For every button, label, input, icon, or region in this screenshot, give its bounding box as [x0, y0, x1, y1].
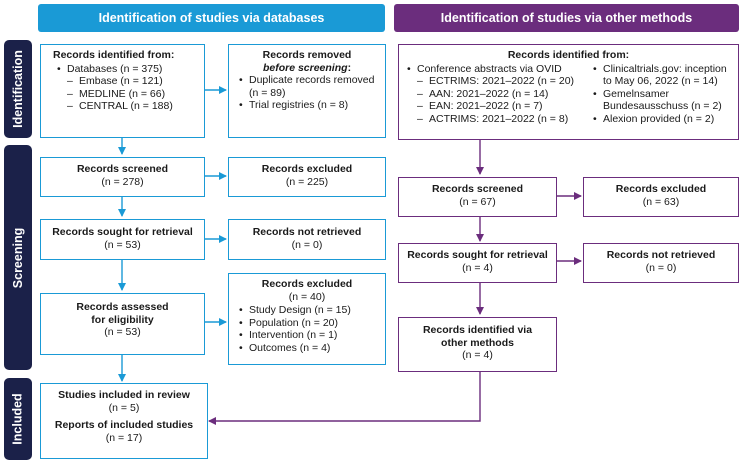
db-identified-list: Databases (n = 375)Embase (n = 121)MEDLI… — [53, 63, 198, 113]
list-item: Conference abstracts via OVID — [403, 63, 589, 76]
list-item: ECTRIMS: 2021–2022 (n = 20) — [403, 75, 589, 88]
db-removed-item: Trial registries (n = 8) — [235, 99, 379, 112]
list-item: Databases (n = 375) — [53, 63, 198, 76]
other-sought-count: (n = 4) — [462, 261, 493, 274]
other-excluded-title: Records excluded — [615, 183, 707, 195]
db-excluded-screen-box: Records excluded (n = 225) — [228, 157, 386, 197]
other-not-retrieved-count: (n = 0) — [645, 261, 677, 274]
list-item: MEDLINE (n = 66) — [53, 88, 198, 101]
db-assessed-box: Records assessed for eligibility (n = 53… — [40, 293, 205, 355]
db-identified-box: Records identified from: Databases (n = … — [40, 44, 205, 138]
other-screened-count: (n = 67) — [459, 195, 496, 208]
db-removed-box: Records removed before screening: Duplic… — [228, 44, 386, 138]
other-identified-box: Records identified from: Conference abst… — [398, 44, 739, 140]
db-removed-item: Duplicate records removed (n = 89) — [235, 74, 379, 99]
db-identified-title: Records identified from: — [53, 49, 175, 61]
db-screened-title: Records screened — [76, 163, 169, 175]
db-not-retrieved-count: (n = 0) — [291, 238, 323, 251]
phase-screening: Screening — [4, 145, 32, 370]
header-databases: Identification of studies via databases — [38, 4, 385, 32]
list-item: Clinicaltrials.gov: inception to May 06,… — [589, 63, 734, 88]
list-item: Outcomes (n = 4) — [235, 342, 379, 355]
db-included-studies-count: (n = 5) — [108, 401, 140, 414]
list-item: Gemelnsamer Bundesausschuss (n = 2) — [589, 88, 734, 113]
other-identified-list-2: Clinicaltrials.gov: inception to May 06,… — [589, 63, 734, 126]
db-included-studies-title: Studies included in review — [58, 389, 190, 401]
db-assessed-count: (n = 53) — [104, 326, 141, 339]
list-item: Study Design (n = 15) — [235, 304, 379, 317]
db-included-box: Studies included in review (n = 5) Repor… — [40, 383, 208, 459]
db-included-reports-count: (n = 17) — [105, 431, 143, 444]
other-screened-box: Records screened (n = 67) — [398, 177, 557, 217]
list-item: ACTRIMS: 2021–2022 (n = 8) — [403, 113, 589, 126]
list-item: CENTRAL (n = 188) — [53, 100, 198, 113]
phase-included: Included — [4, 378, 32, 460]
db-excluded-full-box: Records excluded (n = 40) Study Design (… — [228, 273, 386, 365]
arrow-other-to-included — [208, 372, 481, 425]
other-excluded-count: (n = 63) — [642, 195, 680, 208]
list-item: Embase (n = 121) — [53, 75, 198, 88]
db-excluded-screen-count: (n = 225) — [285, 175, 329, 188]
other-identified-list-1: Conference abstracts via OVIDECTRIMS: 20… — [403, 63, 589, 126]
phase-identification: Identification — [4, 40, 32, 138]
other-sought-box: Records sought for retrieval (n = 4) — [398, 243, 557, 283]
db-assessed-title: Records assessed for eligibility — [76, 301, 169, 326]
db-not-retrieved-title: Records not retrieved — [252, 226, 362, 238]
other-screened-title: Records screened — [431, 183, 524, 195]
db-excluded-full-list: Study Design (n = 15)Population (n = 20)… — [235, 304, 379, 354]
db-removed-subtitle-line: before screening: — [235, 62, 379, 75]
other-excluded-box: Records excluded (n = 63) — [583, 177, 739, 217]
db-included-reports-title: Reports of included studies — [54, 419, 194, 432]
list-item: Intervention (n = 1) — [235, 329, 379, 342]
db-removed-subtitle-colon: : — [347, 61, 352, 74]
db-removed-subtitle: before screening — [262, 61, 348, 74]
other-not-retrieved-title: Records not retrieved — [606, 249, 716, 261]
list-item: AAN: 2021–2022 (n = 14) — [403, 88, 589, 101]
db-sought-box: Records sought for retrieval (n = 53) — [40, 219, 205, 260]
other-identified-title: Records identified from: — [507, 49, 630, 61]
db-excluded-full-title: Records excluded — [261, 278, 353, 290]
list-item: EAN: 2021–2022 (n = 7) — [403, 100, 589, 113]
db-not-retrieved-box: Records not retrieved (n = 0) — [228, 219, 386, 260]
db-excluded-full-count: (n = 40) — [288, 290, 326, 303]
db-removed-list: Duplicate records removed (n = 89) Trial… — [235, 74, 379, 112]
list-item: Population (n = 20) — [235, 317, 379, 330]
list-item: Alexion provided (n = 2) — [589, 113, 734, 126]
header-other-methods: Identification of studies via other meth… — [394, 4, 739, 32]
other-not-retrieved-box: Records not retrieved (n = 0) — [583, 243, 739, 283]
db-sought-title: Records sought for retrieval — [52, 226, 193, 238]
other-identified-via-title: Records identified via other methods — [422, 324, 533, 349]
other-identified-via-box: Records identified via other methods (n … — [398, 317, 557, 372]
db-sought-count: (n = 53) — [104, 238, 141, 251]
other-identified-via-count: (n = 4) — [462, 349, 493, 362]
db-screened-box: Records screened (n = 278) — [40, 157, 205, 197]
db-screened-count: (n = 278) — [101, 175, 144, 188]
db-removed-title: Records removed — [262, 49, 352, 61]
db-excluded-screen-title: Records excluded — [261, 163, 353, 175]
other-sought-title: Records sought for retrieval — [407, 249, 548, 261]
